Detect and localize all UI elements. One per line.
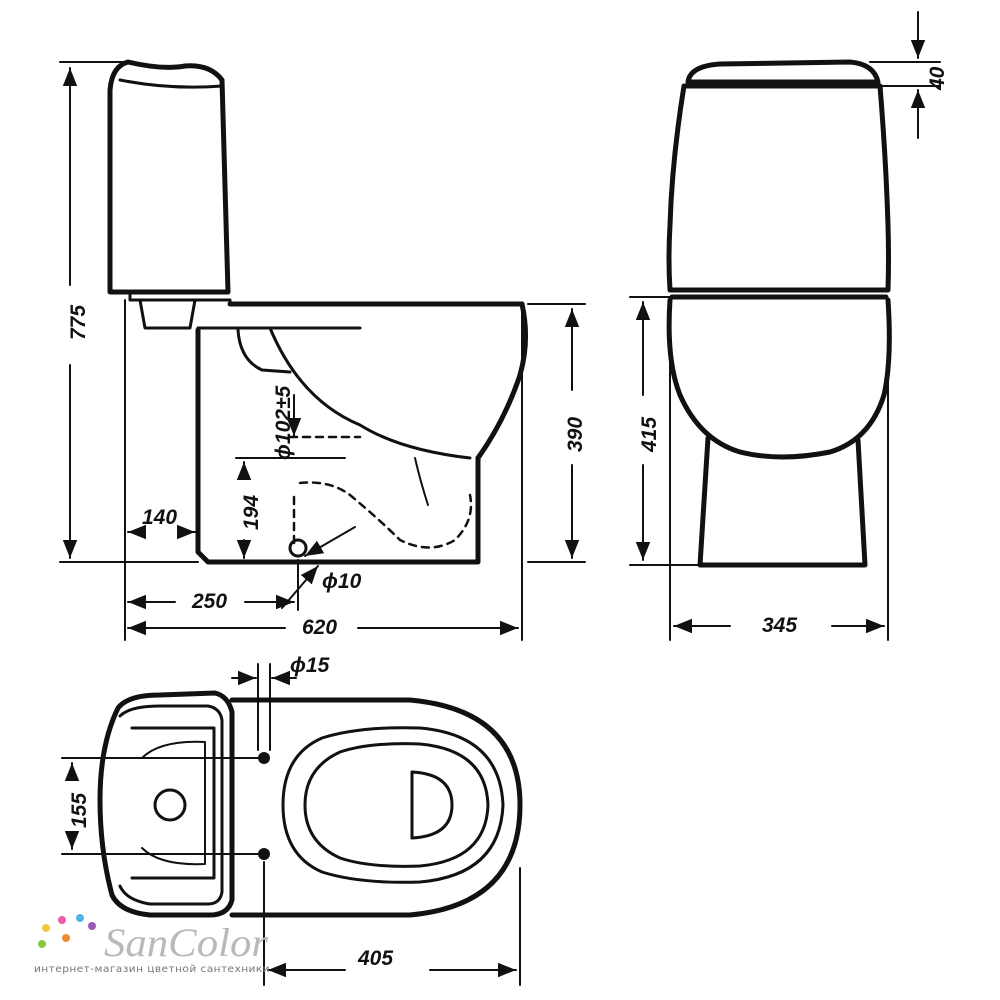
dim-outlet-height: 194 [240, 495, 263, 530]
side-view: 775 390 194 ϕ102±5 140 ϕ10 250 620 [59, 59, 587, 641]
dim-bowl-height: 390 [564, 417, 587, 452]
dim-side-height: 415 [638, 417, 661, 453]
front-pedestal [697, 435, 868, 568]
dim-lid-thickness: 40 [926, 66, 949, 91]
dim-fixing-hole: ϕ10 [322, 570, 362, 593]
logo-dot [62, 934, 70, 942]
front-tank-lid [685, 59, 881, 85]
logo-dot [88, 922, 96, 930]
front-bowl [666, 297, 892, 460]
plan-hole-top [258, 752, 270, 764]
side-tank [107, 59, 231, 295]
side-fixing-hole [288, 538, 308, 558]
plan-tank [97, 690, 235, 918]
logo-brand: SanColor [104, 920, 268, 965]
side-tank-lid-line [118, 78, 224, 89]
plan-flush-button [153, 788, 187, 822]
logo-dot [76, 914, 84, 922]
plan-drain [410, 770, 454, 840]
plan-hole-bottom [258, 848, 270, 860]
dim-total-length: 620 [302, 616, 337, 639]
logo-dot [42, 924, 50, 932]
logo-dot [38, 940, 46, 948]
plan-bowl [229, 697, 523, 918]
dim-bowl-length: 405 [357, 947, 393, 970]
dim-tank-offset: 140 [142, 506, 177, 529]
front-tank [666, 83, 891, 293]
dim-side-width: 345 [762, 614, 797, 637]
side-trap-dashed [298, 481, 473, 549]
dim-outlet-distance: 250 [191, 590, 227, 613]
front-view: 40 415 345 [629, 11, 949, 641]
dim-outlet-diameter: ϕ102±5 [272, 386, 295, 460]
logo-tagline: интернет-магазин цветной сантехники [34, 964, 270, 975]
dim-total-height: 775 [67, 305, 90, 340]
dim-hole-spacing: 155 [68, 793, 91, 828]
logo-dot [58, 916, 66, 924]
dim-water-inlet: ϕ15 [290, 654, 330, 677]
plan-view: ϕ15 155 405 [61, 654, 523, 986]
side-pedestal [195, 327, 481, 565]
sancolor-logo: SanColor интернет-магазин цветной сантех… [34, 914, 270, 975]
